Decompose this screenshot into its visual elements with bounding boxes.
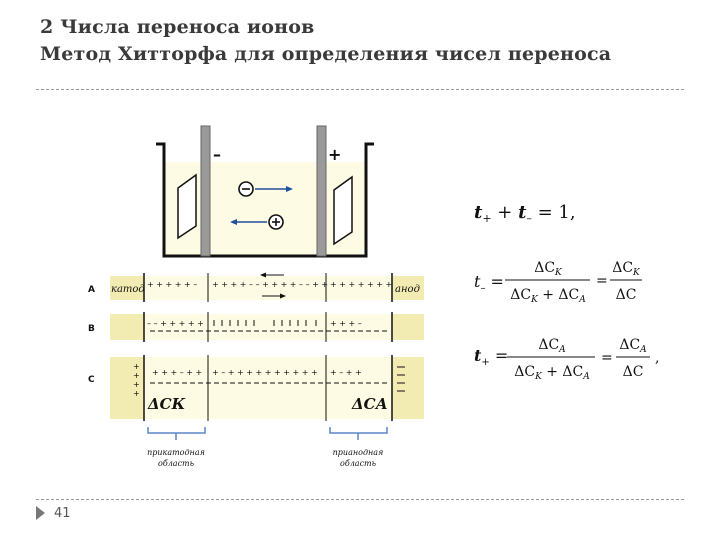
anode-electrode <box>316 125 327 257</box>
row-label-b: B <box>88 324 95 334</box>
t-minus-denominator-2: ΔC <box>616 287 637 303</box>
row-label-c: C <box>88 375 95 385</box>
row-a-charges-right: + + + + + + + <box>330 280 392 289</box>
equations: t+ + t– = 1, t– = ΔCK ΔCK + ΔCA = ΔCK ΔC… <box>474 202 659 382</box>
t-plus-denominator: ΔCK + ΔCA <box>514 364 590 382</box>
row-c: ++++ + + + – + + + – + + + + + + + + + +… <box>110 355 424 421</box>
svg-text:+: + <box>133 389 140 398</box>
t-plus-lhs: t+ = <box>474 346 508 368</box>
cell-vessel <box>156 142 374 258</box>
anode-plate <box>333 175 353 246</box>
row-labels: A B C <box>88 285 95 385</box>
svg-text:=: = <box>601 350 613 366</box>
electrolyte <box>164 162 366 256</box>
cathode-plate <box>177 173 197 240</box>
top-divider <box>36 89 684 90</box>
cathode-label: катод <box>111 284 145 295</box>
t-plus-numerator-2: ΔCA <box>619 337 647 355</box>
t-minus-numerator-2: ΔCK <box>612 260 641 278</box>
svg-text:+: + <box>133 362 140 371</box>
row-a-charges-left: + + + + + – <box>147 280 197 289</box>
delta-ca-label: ΔCА <box>351 395 388 413</box>
slide-title: 2 Числа переноса ионов Метод Хитторфа дл… <box>40 14 611 68</box>
svg-text:+: + <box>133 380 140 389</box>
electrolysis-cell: – + <box>156 125 374 258</box>
row-c-charges-left: + + + – + + <box>152 368 202 377</box>
row-a-charges-mid: + + + + – – + + + + – – + + <box>212 280 328 289</box>
svg-text:,: , <box>655 350 659 366</box>
cathode-electrode <box>200 125 211 257</box>
t-minus-denominator: ΔCK + ΔCA <box>510 287 586 305</box>
row-label-a: A <box>88 285 95 295</box>
title-line-2: Метод Хитторфа для определения чисел пер… <box>40 43 612 65</box>
cathode-region-bracket <box>147 427 206 440</box>
t-minus-numerator: ΔCK <box>534 260 563 278</box>
t-plus-numerator: ΔCA <box>538 337 566 355</box>
row-c-band <box>110 357 424 419</box>
cathode-minus-sign: – <box>213 145 221 164</box>
row-c-charges-right: + – + + <box>330 368 362 377</box>
row-b-band <box>110 314 424 340</box>
title-line-1: 2 Числа переноса ионов <box>40 16 315 38</box>
svg-text:+: + <box>133 371 140 380</box>
bottom-divider <box>36 499 684 500</box>
t-plus-denominator-2: ΔC <box>623 364 644 380</box>
delta-ck-label: ΔCК <box>147 395 186 413</box>
page-marker-icon <box>36 506 45 520</box>
row-b-ion-ticks <box>213 320 317 326</box>
row-c-charges-mid: + – + + + + + + + + + + <box>212 368 318 377</box>
row-b-charges-left: – – + + + + + <box>147 319 204 328</box>
page-number: 41 <box>54 506 71 521</box>
sum-equation: t+ + t– = 1, <box>474 202 576 225</box>
anode-label: анод <box>395 284 420 295</box>
anode-region-bracket <box>329 427 388 440</box>
anode-accumulated-charges <box>397 366 405 392</box>
row-a: катод анод + + + + + – + + + + – – + + +… <box>110 272 424 302</box>
row-b: – – + + + + + + + + – <box>110 312 424 342</box>
svg-text:=: = <box>596 273 608 289</box>
row-b-charges-right: + + + – <box>330 319 362 328</box>
t-minus-lhs: t– = <box>474 272 504 294</box>
cathode-accumulated-charges: ++++ <box>133 362 140 398</box>
anode-plus-sign: + <box>328 145 341 164</box>
